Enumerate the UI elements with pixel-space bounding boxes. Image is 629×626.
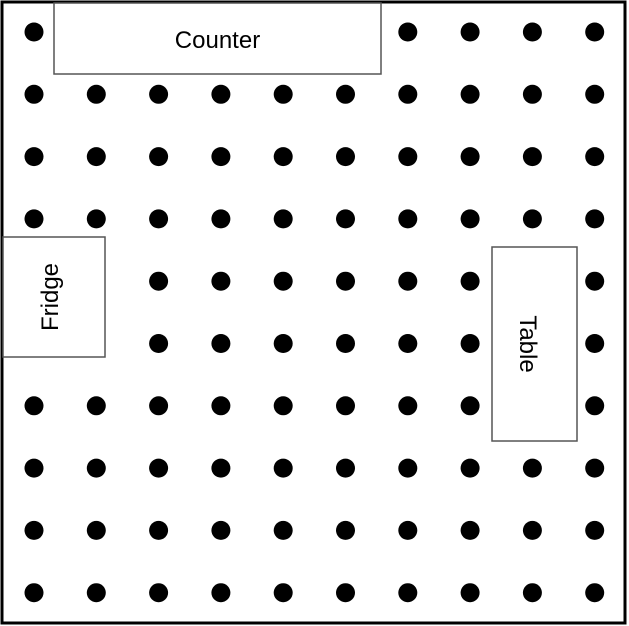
fridge-box	[2, 236, 106, 358]
grid-dot	[398, 84, 418, 104]
grid-dot	[336, 147, 355, 167]
grid-dot	[211, 396, 231, 416]
grid-dot	[585, 396, 605, 416]
grid-dot	[24, 396, 44, 416]
grid-dot	[24, 520, 44, 540]
grid-dot	[273, 396, 293, 416]
grid-dot	[149, 209, 169, 229]
grid-dot	[86, 583, 106, 603]
grid-dot	[336, 334, 355, 353]
grid-dot	[149, 84, 169, 104]
grid-dot	[336, 209, 355, 229]
counter-label: Counter	[175, 27, 260, 54]
grid-dot	[522, 209, 542, 229]
grid-dot	[86, 396, 106, 416]
table-label: Table	[514, 315, 541, 372]
grid-dot	[211, 334, 231, 353]
grid-dot	[585, 147, 605, 167]
grid-dot	[460, 147, 480, 167]
grid-dot	[211, 271, 231, 291]
grid-dot	[24, 84, 44, 104]
grid-dot	[460, 520, 480, 540]
grid-dot	[336, 396, 355, 416]
grid-dot	[460, 396, 480, 416]
grid-dot	[585, 520, 605, 540]
grid-dot	[398, 271, 418, 291]
grid-dot	[398, 583, 418, 603]
grid-dot	[398, 147, 418, 167]
grid-dot	[522, 147, 542, 167]
grid-dot	[522, 84, 542, 104]
grid-dot	[149, 458, 169, 478]
grid-dot	[149, 583, 169, 603]
grid-dot	[460, 458, 480, 478]
grid-dot	[585, 84, 605, 104]
grid-dot	[585, 583, 605, 603]
fridge-label: Fridge	[37, 263, 64, 331]
dot-grid	[24, 22, 605, 603]
grid-dot	[211, 147, 231, 167]
grid-dot	[522, 520, 542, 540]
grid-dot	[149, 334, 169, 353]
grid-dot	[585, 334, 605, 353]
grid-dot	[585, 209, 605, 229]
grid-dot	[211, 84, 231, 104]
grid-dot	[24, 583, 44, 603]
grid-dot	[149, 520, 169, 540]
grid-dot	[211, 209, 231, 229]
grid-dot	[86, 209, 106, 229]
grid-dot	[273, 583, 293, 603]
grid-dot	[398, 396, 418, 416]
grid-dot	[522, 458, 542, 478]
grid-dot	[149, 396, 169, 416]
grid-dot	[460, 583, 480, 603]
grid-dot	[398, 209, 418, 229]
grid-dot	[336, 520, 355, 540]
grid-dot	[273, 209, 293, 229]
grid-dot	[585, 271, 605, 291]
grid-dot	[336, 583, 355, 603]
grid-dot	[398, 458, 418, 478]
grid-dot	[273, 334, 293, 353]
grid-dot	[24, 147, 44, 167]
grid-dot	[460, 271, 480, 291]
grid-dot	[273, 84, 293, 104]
counter: Counter	[53, 2, 382, 75]
grid-dot	[86, 84, 106, 104]
grid-dot	[273, 271, 293, 291]
grid-dot	[460, 84, 480, 104]
grid-dot	[522, 22, 542, 42]
grid-dot	[211, 520, 231, 540]
grid-dot	[585, 458, 605, 478]
fridge: Fridge	[2, 236, 106, 358]
grid-dot	[398, 520, 418, 540]
grid-dot	[398, 22, 418, 42]
grid-dot	[211, 583, 231, 603]
grid-dot	[24, 209, 44, 229]
grid-dot	[273, 458, 293, 478]
grid-dot	[398, 334, 418, 353]
grid-dot	[273, 520, 293, 540]
grid-dot	[460, 209, 480, 229]
counter-box	[53, 2, 382, 75]
grid-dot	[24, 22, 44, 42]
grid-dot	[460, 22, 480, 42]
grid-dot	[86, 147, 106, 167]
grid-dot	[585, 22, 605, 42]
grid-dot	[24, 458, 44, 478]
grid-dot	[86, 520, 106, 540]
grid-dot	[336, 84, 355, 104]
table-box	[491, 246, 578, 442]
grid-dot	[86, 458, 106, 478]
grid-dot	[460, 334, 480, 353]
grid-dot	[149, 147, 169, 167]
grid-dot	[336, 271, 355, 291]
grid-dot	[149, 271, 169, 291]
grid-dot	[273, 147, 293, 167]
grid-dot	[522, 583, 542, 603]
grid-dot	[336, 458, 355, 478]
table: Table	[491, 246, 578, 442]
grid-dot	[211, 458, 231, 478]
